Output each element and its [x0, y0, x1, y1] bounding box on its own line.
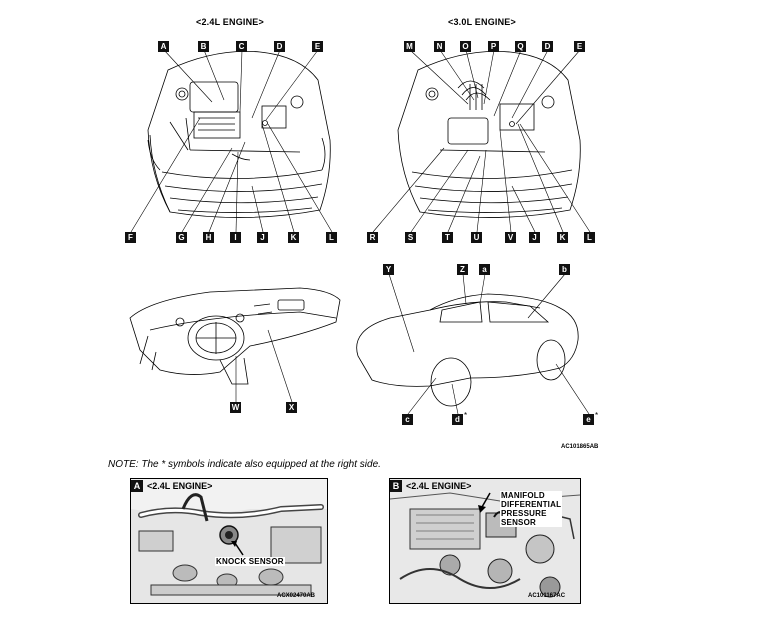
callout-L: L — [326, 232, 337, 243]
car-side-drawing — [356, 293, 579, 407]
callout-S: S — [405, 232, 416, 243]
callout-I: I — [230, 232, 241, 243]
callout-B: B — [198, 41, 209, 52]
callout-E-30: E — [574, 41, 585, 52]
callout-X: X — [286, 402, 297, 413]
callout-D-30: D — [542, 41, 553, 52]
photo-a-tag: A — [131, 479, 143, 492]
callout-U: U — [471, 232, 482, 243]
callout-L-30: L — [584, 232, 595, 243]
callout-D: D — [274, 41, 285, 52]
callout-e: e — [583, 414, 594, 425]
dashboard-drawing — [129, 287, 341, 385]
callout-a: a — [479, 264, 490, 275]
callout-Q: Q — [515, 41, 526, 52]
callout-F: F — [125, 232, 136, 243]
engine-bay-30-drawing — [397, 51, 581, 218]
callout-G: G — [176, 232, 187, 243]
callout-N: N — [434, 41, 445, 52]
photo-b-reference: AC101167AC — [528, 593, 566, 599]
caption-line-2: DIFFERENTIAL — [501, 500, 562, 509]
callout-O: O — [460, 41, 471, 52]
figure-reference: AC101865AB — [561, 444, 599, 450]
callout-A: A — [158, 41, 169, 52]
callout-E: E — [312, 41, 323, 52]
manifold-sensor-caption: MANIFOLD DIFFERENTIAL PRESSURE SENSOR — [500, 491, 563, 527]
callout-d: d — [452, 414, 463, 425]
leader-lines-24 — [130, 49, 333, 233]
asterisk-d: * — [464, 411, 468, 420]
knock-sensor-caption: KNOCK SENSOR — [215, 557, 285, 566]
callout-W: W — [230, 402, 241, 413]
photo-a-header: A <2.4L ENGINE> — [131, 479, 212, 492]
leader-lines-30 — [372, 49, 591, 233]
callout-P: P — [488, 41, 499, 52]
callout-R: R — [367, 232, 378, 243]
callout-H: H — [203, 232, 214, 243]
engine-bay-24-drawing — [147, 51, 331, 218]
asterisk-e: * — [595, 411, 599, 420]
callout-M: M — [404, 41, 415, 52]
photo-a-image — [131, 479, 327, 603]
photo-a-knock-sensor: A <2.4L ENGINE> KNOCK SENSOR ACX02470AB — [130, 478, 328, 604]
callout-K: K — [288, 232, 299, 243]
callout-Y: Y — [383, 264, 394, 275]
engine-24-title: <2.4L ENGINE> — [196, 17, 264, 27]
engine-30-title: <3.0L ENGINE> — [448, 17, 516, 27]
callout-C: C — [236, 41, 247, 52]
photo-b-manifold-sensor: B <2.4L ENGINE> MANIFOLD DIFFERENTIAL PR… — [389, 478, 581, 604]
callout-T: T — [442, 232, 453, 243]
photo-b-title: <2.4L ENGINE> — [406, 480, 472, 491]
callout-J-30: J — [529, 232, 540, 243]
leader-lines-lower — [235, 273, 590, 415]
caption-line-3: PRESSURE — [501, 509, 547, 518]
caption-line-1: MANIFOLD — [501, 491, 545, 500]
callout-b: b — [559, 264, 570, 275]
photo-b-header: B <2.4L ENGINE> — [390, 479, 471, 492]
note-text: NOTE: The * symbols indicate also equipp… — [108, 459, 381, 470]
callout-c: c — [402, 414, 413, 425]
caption-line-4: SENSOR — [501, 518, 536, 527]
callout-K-30: K — [557, 232, 568, 243]
photo-a-title: <2.4L ENGINE> — [147, 480, 213, 491]
callout-Z: Z — [457, 264, 468, 275]
callout-V: V — [505, 232, 516, 243]
photo-b-tag: B — [390, 479, 402, 492]
photo-a-reference: ACX02470AB — [277, 593, 316, 599]
callout-J: J — [257, 232, 268, 243]
